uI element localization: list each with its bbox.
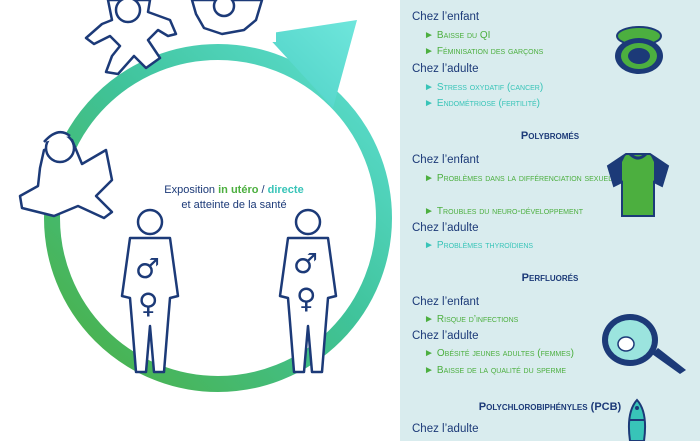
male-symbol-right: ♂: [293, 247, 318, 280]
cycle-arrowhead: [265, 20, 357, 108]
group2-title: Polybromés: [520, 130, 580, 142]
group3-enfant-item: ►Risque d’infections: [424, 314, 519, 325]
tshirt-icon: [606, 152, 670, 217]
group3-adulte-item: ►Baisse de la qualité du sperme: [424, 365, 566, 376]
group1-adulte-label: Chez l’adulte: [412, 63, 479, 75]
female-symbol-right: ♀: [296, 282, 317, 315]
cycle-ring: [44, 44, 392, 392]
frying-pan-icon: [602, 314, 686, 374]
effects-panel: Chez l’enfant ►Baisse du QI ►Féminisatio…: [400, 0, 700, 441]
group3-enfant-label: Chez l’enfant: [412, 296, 480, 308]
group3-adulte-item: ►Obésité jeunes adultes (femmes): [424, 348, 574, 359]
fish-icon: [627, 398, 647, 441]
directe-label: directe: [267, 184, 304, 196]
group2-enfant-item: ►Problèmes dans la différenciation sexue…: [424, 173, 621, 184]
center-caption: Exposition in utéro / directe et atteint…: [136, 184, 332, 211]
group1-enfant-label: Chez l’enfant: [412, 11, 480, 23]
cycle-graphic: ♂ ♀ ♂ ♀: [18, 0, 392, 392]
reading-child-icon: [18, 130, 114, 220]
man-silhouette-left: [120, 208, 180, 374]
center-caption-line2: et atteinte de la santé: [181, 199, 287, 211]
group4-title: Polychlorobiphényles (PCB): [478, 401, 622, 413]
group3-adulte-label: Chez l’adulte: [412, 330, 479, 342]
group1-enfant-item: ►Féminisation des garçons: [424, 46, 544, 57]
female-symbol-left: ♀: [138, 287, 159, 320]
male-symbol-left: ♂: [135, 252, 160, 285]
exposure-cycle-diagram: ♂ ♀ ♂ ♀ Exposition in utéro / directe et…: [18, 0, 392, 392]
group1-enfant-item: ►Baisse du QI: [424, 30, 491, 41]
group1-adulte-item: ►Stress oxydatif (cancer): [424, 82, 544, 93]
compact-mirror-icon: [615, 26, 663, 74]
center-caption-line1: Exposition in utéro / directe: [164, 184, 304, 196]
crouching-child-icon: [190, 0, 264, 36]
group2-enfant-label: Chez l’enfant: [412, 154, 480, 166]
group2-enfant-item: ►Troubles du neuro-développement: [424, 206, 583, 217]
group2-adulte-label: Chez l’adulte: [412, 222, 479, 234]
man-silhouette-right: [278, 208, 338, 374]
group4-adulte-label: Chez l’adulte: [412, 423, 479, 435]
group1-adulte-item: ►Endométriose (fertilité): [424, 98, 541, 109]
group2-adulte-item: ►Problèmes thyroïdiens: [424, 240, 534, 251]
running-child-icon: [84, 0, 178, 76]
group3-title: Perfluorés: [521, 272, 579, 284]
in-utero-label: in utéro: [218, 184, 259, 196]
